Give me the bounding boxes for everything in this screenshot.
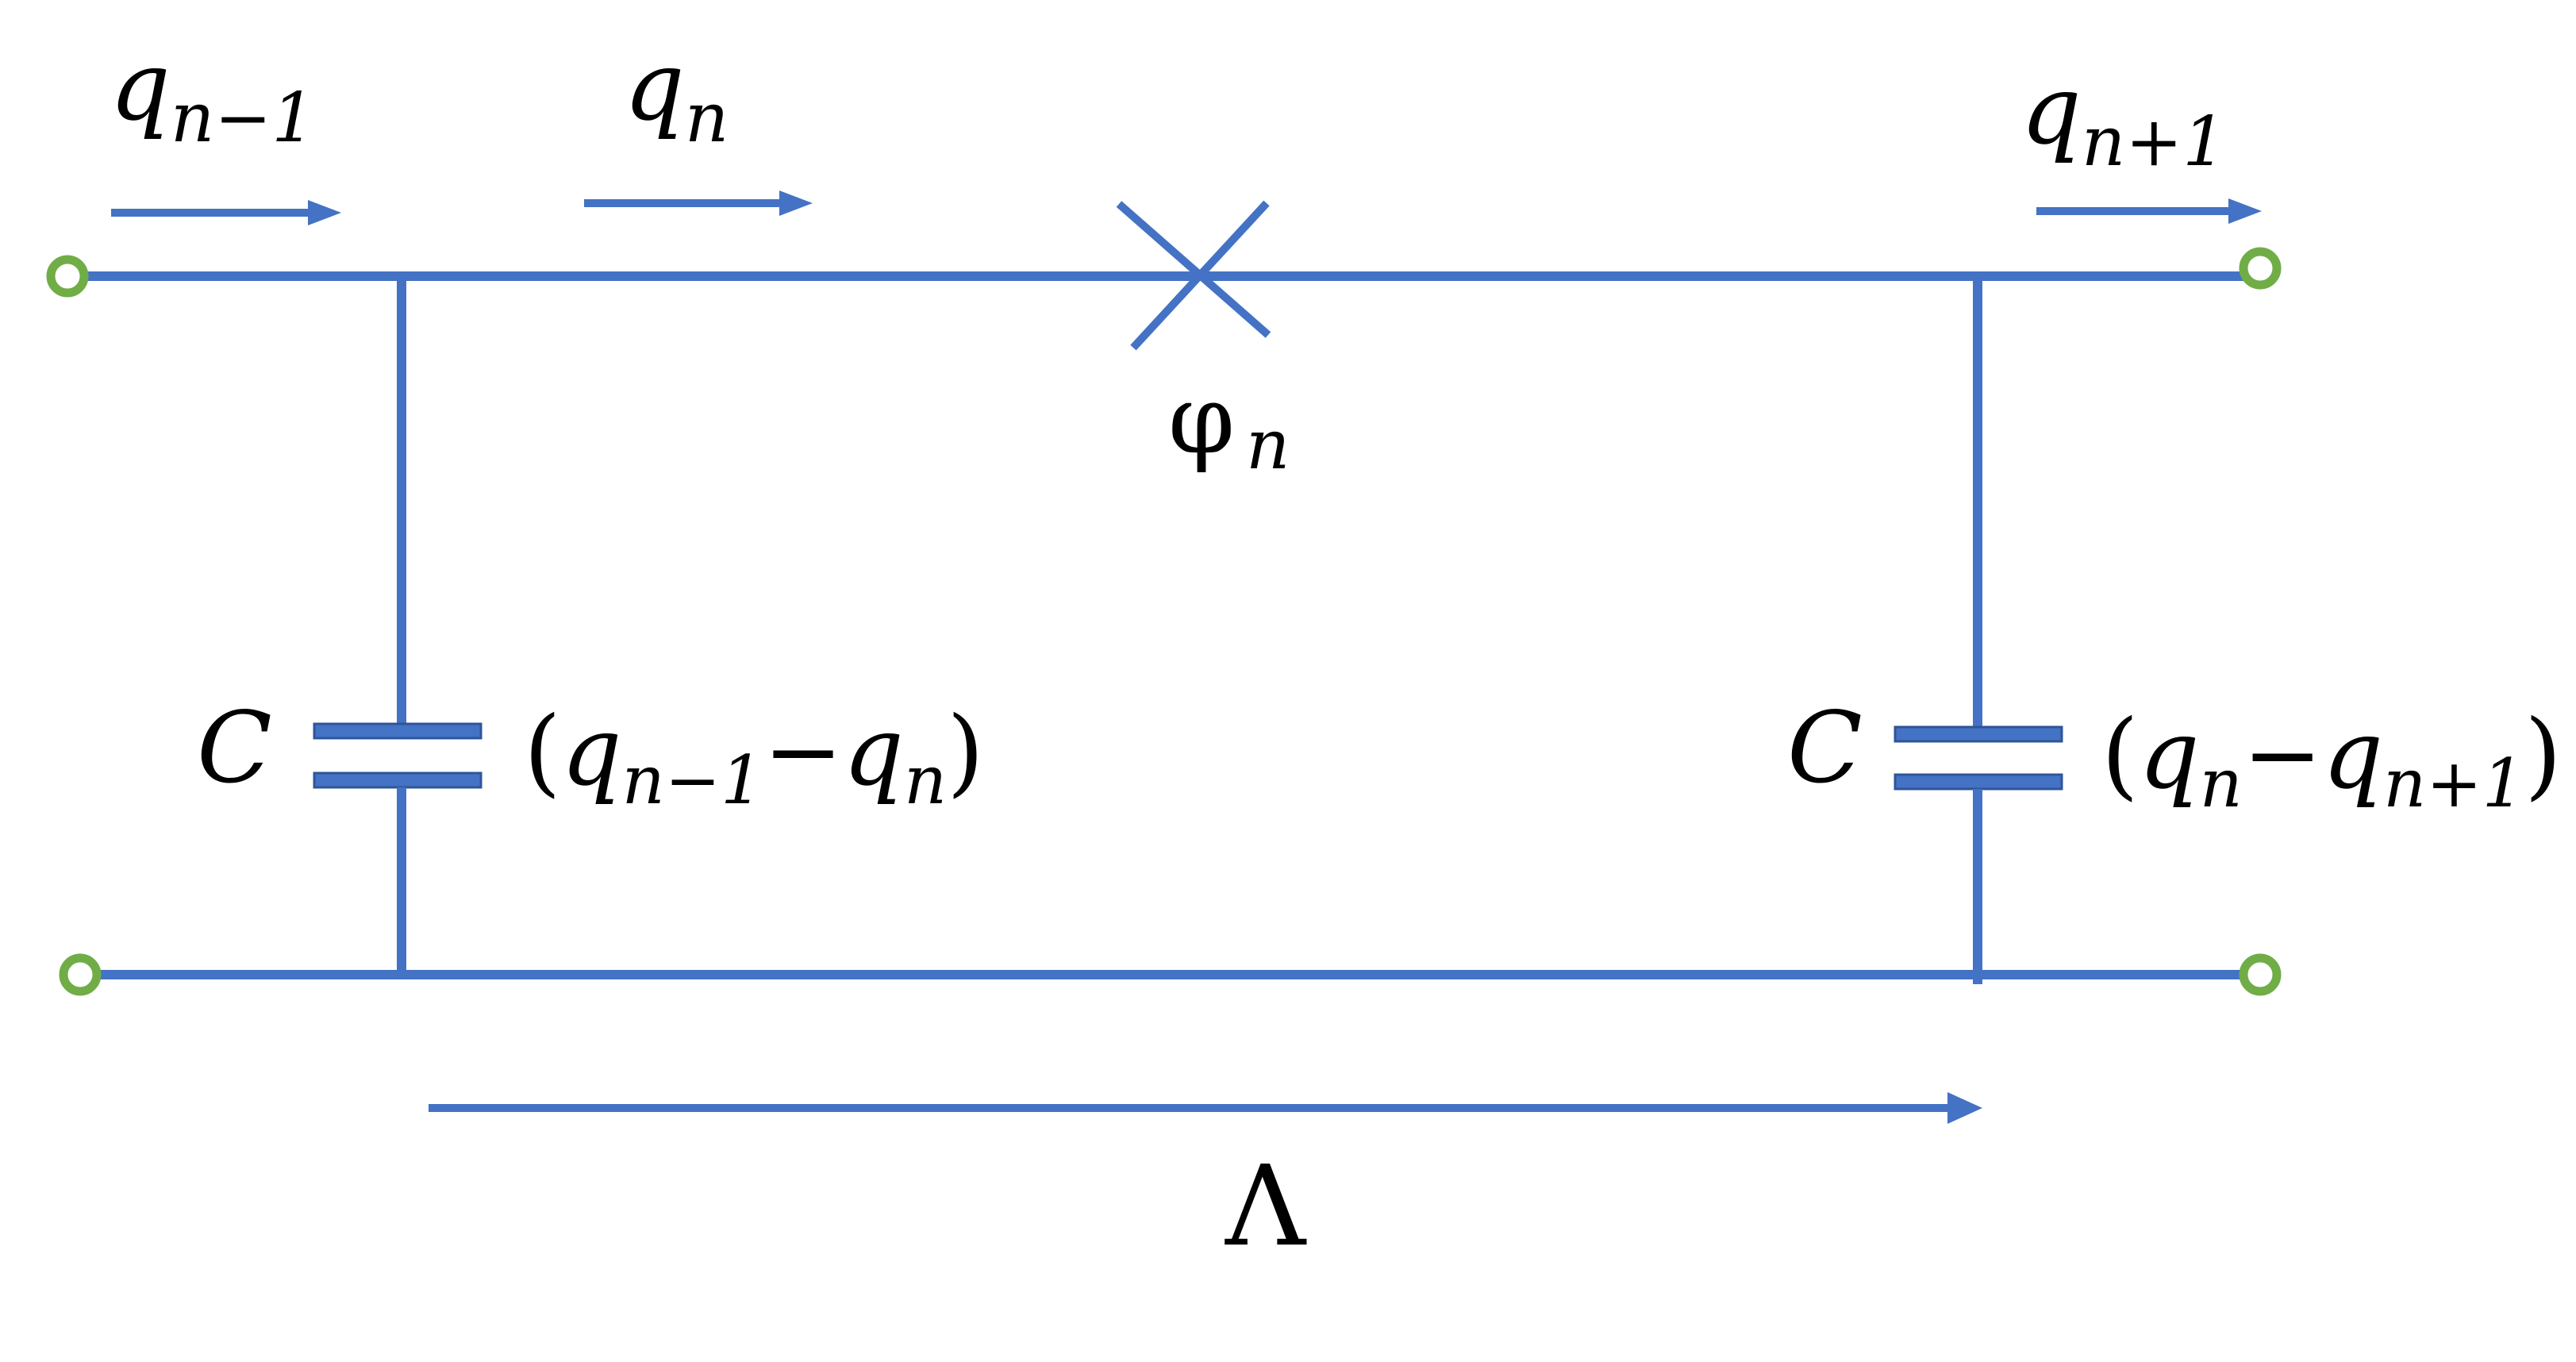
arrow-q-curr [584, 190, 813, 216]
label-q-next: qn+1 [2020, 56, 2226, 182]
arrow-q-next [2036, 198, 2262, 224]
josephson-junction-cross [1116, 200, 1271, 351]
left-capacitor-top-plate [313, 722, 483, 740]
right-capacitor-branch [1894, 276, 2063, 984]
terminal-top-right [2239, 247, 2282, 290]
terminal-bottom-right [2239, 953, 2282, 996]
label-q-curr: qn [624, 32, 729, 158]
label-cap-left-symbol: C [197, 691, 272, 806]
left-capacitor-branch [313, 276, 483, 975]
label-period: Λ [1225, 1142, 1307, 1272]
label-q-prev: qn−1 [110, 32, 315, 158]
terminal-top-left [46, 255, 89, 298]
arrow-q-prev [111, 200, 341, 225]
label-cap-left-charge: (qn−1−qn) [524, 697, 984, 819]
right-capacitor-bottom-plate [1894, 773, 2063, 791]
arrow-period [429, 1092, 1982, 1124]
left-capacitor-bottom-plate [313, 771, 483, 789]
label-cap-right-symbol: C [1787, 691, 1863, 806]
terminal-bottom-left [59, 953, 102, 996]
label-cap-right-charge: (qn−qn+1) [2101, 700, 2562, 822]
right-capacitor-top-plate [1894, 725, 2063, 743]
